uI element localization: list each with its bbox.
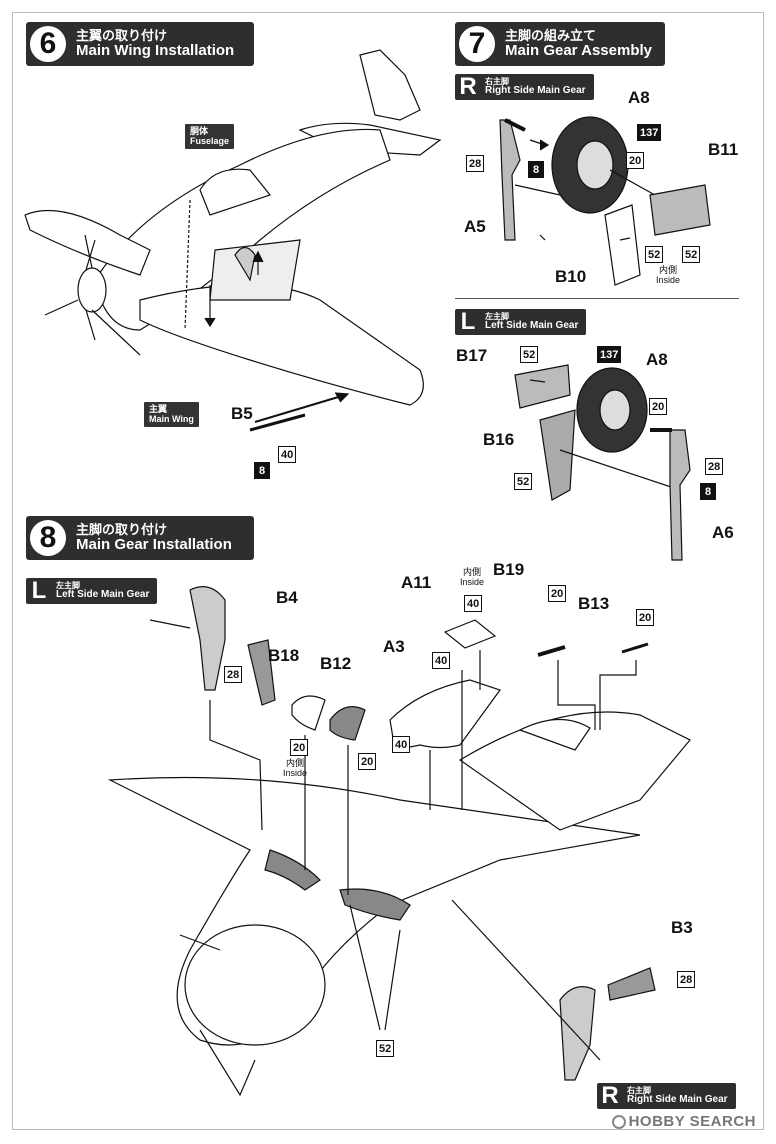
step-6-header: 6 主翼の取り付け Main Wing Installation <box>26 22 254 66</box>
watermark: HOBBY SEARCH <box>611 1113 756 1130</box>
step-7-title-en: Main Gear Assembly <box>505 41 653 59</box>
color-code-l-137: 137 <box>597 346 622 363</box>
step7-left-gear-illustration <box>514 364 691 561</box>
step7-right-gear-illustration <box>499 116 711 286</box>
color-code-s8-40c: 40 <box>392 736 411 753</box>
right-side-jp: 右主脚 <box>485 76 509 86</box>
inside-note-b18-jp: 内側 <box>286 758 305 768</box>
color-code-s8-20a: 20 <box>548 585 567 602</box>
color-code-s8-52: 52 <box>376 1040 395 1057</box>
step6-aircraft-illustration <box>24 49 442 432</box>
color-code-b5-8: 8 <box>254 462 270 479</box>
part-b13: B13 <box>578 594 610 613</box>
step-8-title-en: Main Gear Installation <box>76 535 232 553</box>
color-code-b5-40: 40 <box>278 446 297 463</box>
color-code-r-52a: 52 <box>645 246 664 263</box>
inside-note-a11: 内側 Inside <box>460 567 485 588</box>
part-b11: B11 <box>708 140 739 159</box>
part-a8-left: A8 <box>646 350 668 369</box>
step-7-title-jp: 主脚の組み立て <box>505 27 597 43</box>
step-6-number: 6 <box>28 24 68 64</box>
part-a5: A5 <box>464 217 486 236</box>
inside-note-a11-en: Inside <box>460 576 485 587</box>
right-side-letter-step8: R <box>601 1082 619 1109</box>
left-side-jp: 左主脚 <box>485 311 509 321</box>
color-code-s8-40a: 40 <box>464 595 483 612</box>
color-code-r-20: 20 <box>626 152 645 169</box>
left-side-letter-step8: L <box>31 577 47 604</box>
part-a6: A6 <box>712 523 734 542</box>
part-b10: B10 <box>555 267 587 286</box>
part-b18: B18 <box>268 646 300 665</box>
step8-aircraft-illustration <box>107 586 691 1097</box>
color-code-r-137: 137 <box>637 124 662 141</box>
color-code-r-28: 28 <box>466 155 485 172</box>
step-7-header: 7 主脚の組み立て Main Gear Assembly <box>455 22 665 66</box>
left-side-en: Left Side Main Gear <box>485 319 579 331</box>
step-6-title-en: Main Wing Installation <box>76 41 235 59</box>
fuselage-callout: 胴体 Fuselage <box>185 124 235 149</box>
color-code-l-52a: 52 <box>520 346 539 363</box>
color-code-s8-28b: 28 <box>677 971 696 988</box>
part-b3: B3 <box>671 918 693 937</box>
inside-note-a11-jp: 内側 <box>463 567 482 577</box>
right-side-en: Right Side Main Gear <box>485 84 586 96</box>
right-side-tag-step8: R 右主脚 Right Side Main Gear <box>597 1083 736 1109</box>
part-b5: B5 <box>231 404 253 423</box>
watermark-icon <box>611 1115 626 1129</box>
step-8-title-jp: 主脚の取り付け <box>76 521 168 537</box>
inside-note-b18: 内側 Inside <box>283 758 308 779</box>
part-a8-right: A8 <box>628 88 650 107</box>
inside-note-b18-en: Inside <box>283 767 308 778</box>
right-side-en-step8: Right Side Main Gear <box>627 1093 728 1105</box>
step-8-header: 8 主脚の取り付け Main Gear Installation <box>26 516 254 560</box>
part-a3: A3 <box>383 637 405 656</box>
color-code-l-8: 8 <box>700 483 716 500</box>
part-b12: B12 <box>320 654 352 673</box>
left-side-en-step8: Left Side Main Gear <box>56 588 150 600</box>
main-wing-callout: 主翼 Main Wing <box>144 402 199 427</box>
color-code-s8-20b: 20 <box>636 609 655 626</box>
part-a11: A11 <box>401 573 432 592</box>
part-b17: B17 <box>456 346 488 365</box>
color-code-s8-28a: 28 <box>224 666 243 683</box>
inside-note-r7-en: Inside <box>656 274 681 285</box>
main-wing-callout-jp: 主翼 <box>149 404 168 414</box>
inside-note-r7: 内側 Inside <box>656 265 681 286</box>
color-code-s8-20c: 20 <box>290 739 309 756</box>
part-b16: B16 <box>483 430 515 449</box>
part-b4: B4 <box>276 588 298 607</box>
part-b19: B19 <box>493 560 525 579</box>
fuselage-callout-en: Fuselage <box>190 136 230 147</box>
left-side-jp-step8: 左主脚 <box>56 580 80 590</box>
main-wing-callout-en: Main Wing <box>149 414 194 425</box>
watermark-text: HOBBY SEARCH <box>628 1113 756 1130</box>
left-side-letter: L <box>460 308 476 335</box>
color-code-l-20: 20 <box>649 398 668 415</box>
inside-note-r7-jp: 内側 <box>659 265 678 275</box>
fuselage-callout-jp: 胴体 <box>190 126 209 136</box>
right-side-letter: R <box>459 73 477 100</box>
step-7-number: 7 <box>457 24 497 64</box>
step-6-title-jp: 主翼の取り付け <box>76 27 168 43</box>
right-side-jp-step8: 右主脚 <box>627 1085 651 1095</box>
step7-divider <box>455 298 739 299</box>
color-code-l-52b: 52 <box>514 473 533 490</box>
right-side-tag-step7: R 右主脚 Right Side Main Gear <box>455 74 594 100</box>
color-code-r-52b: 52 <box>682 246 701 263</box>
left-side-tag-step8: L 左主脚 Left Side Main Gear <box>26 577 158 604</box>
color-code-s8-40b: 40 <box>432 652 451 669</box>
color-code-r-8: 8 <box>528 161 544 178</box>
page-border <box>12 12 764 1130</box>
color-code-l-28: 28 <box>705 458 724 475</box>
left-side-tag-step7: L 左主脚 Left Side Main Gear <box>455 308 587 335</box>
color-code-s8-20d: 20 <box>358 753 377 770</box>
step-8-number: 8 <box>28 518 68 558</box>
